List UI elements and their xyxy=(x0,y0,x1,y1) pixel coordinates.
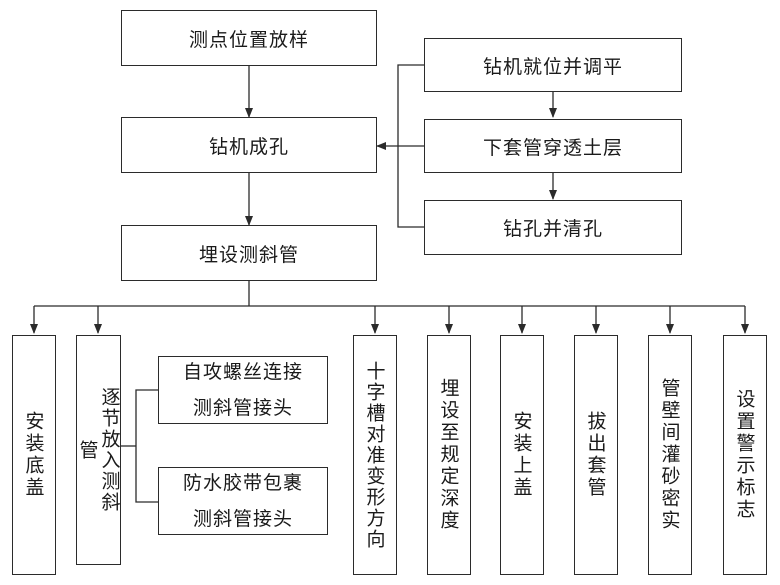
joint-line: 测斜管接头 xyxy=(192,397,293,419)
step-warning-sign: 设置警示标志 xyxy=(723,335,767,575)
node-label: 钻孔并清孔 xyxy=(502,218,603,240)
step-insert-pipe: 逐节放入测斜管 xyxy=(76,335,121,565)
node-casing: 下套管穿透土层 xyxy=(424,119,682,173)
step-label: 埋设至规定深度 xyxy=(437,378,460,532)
joint-bracket xyxy=(135,389,158,503)
node-drill-hole: 钻机成孔 xyxy=(121,117,377,173)
node-label: 测点位置放样 xyxy=(188,28,309,51)
step-label: 安装底盖 xyxy=(22,411,45,499)
step-label: 十字槽对准变形方向 xyxy=(363,360,386,550)
joint-line: 防水胶带包裹 xyxy=(182,472,303,494)
step-install-top-cap: 安装上盖 xyxy=(500,335,544,575)
step-fill-sand: 管壁间灌砂密实 xyxy=(648,335,692,575)
step-label: 设置警示标志 xyxy=(733,389,756,521)
step-label: 管壁间灌砂密实 xyxy=(658,378,681,532)
joint-screw-connection: 自攻螺丝连接 测斜管接头 xyxy=(158,356,328,424)
step-label: 逐节放入测斜管 xyxy=(76,387,121,513)
node-label: 钻机成孔 xyxy=(208,135,289,158)
step-install-bottom-cap: 安装底盖 xyxy=(12,335,56,575)
step-label: 拔出套管 xyxy=(584,411,607,499)
joint-line: 自攻螺丝连接 xyxy=(182,361,303,383)
step-embed-depth: 埋设至规定深度 xyxy=(427,335,471,575)
node-label: 下套管穿透土层 xyxy=(482,136,623,159)
node-label: 埋设测斜管 xyxy=(198,243,299,266)
node-drill-clean: 钻孔并清孔 xyxy=(424,200,682,255)
node-label: 钻机就位并调平 xyxy=(482,55,623,78)
step-pull-casing: 拔出套管 xyxy=(574,335,618,575)
step-label: 安装上盖 xyxy=(510,411,533,499)
node-survey-layout: 测点位置放样 xyxy=(121,10,377,66)
node-rig-level: 钻机就位并调平 xyxy=(424,38,682,92)
joint-line: 测斜管接头 xyxy=(192,508,293,530)
node-embed-inclinometer: 埋设测斜管 xyxy=(121,225,377,281)
joint-tape-wrap: 防水胶带包裹 测斜管接头 xyxy=(158,467,328,535)
step-align-groove: 十字槽对准变形方向 xyxy=(353,335,397,575)
